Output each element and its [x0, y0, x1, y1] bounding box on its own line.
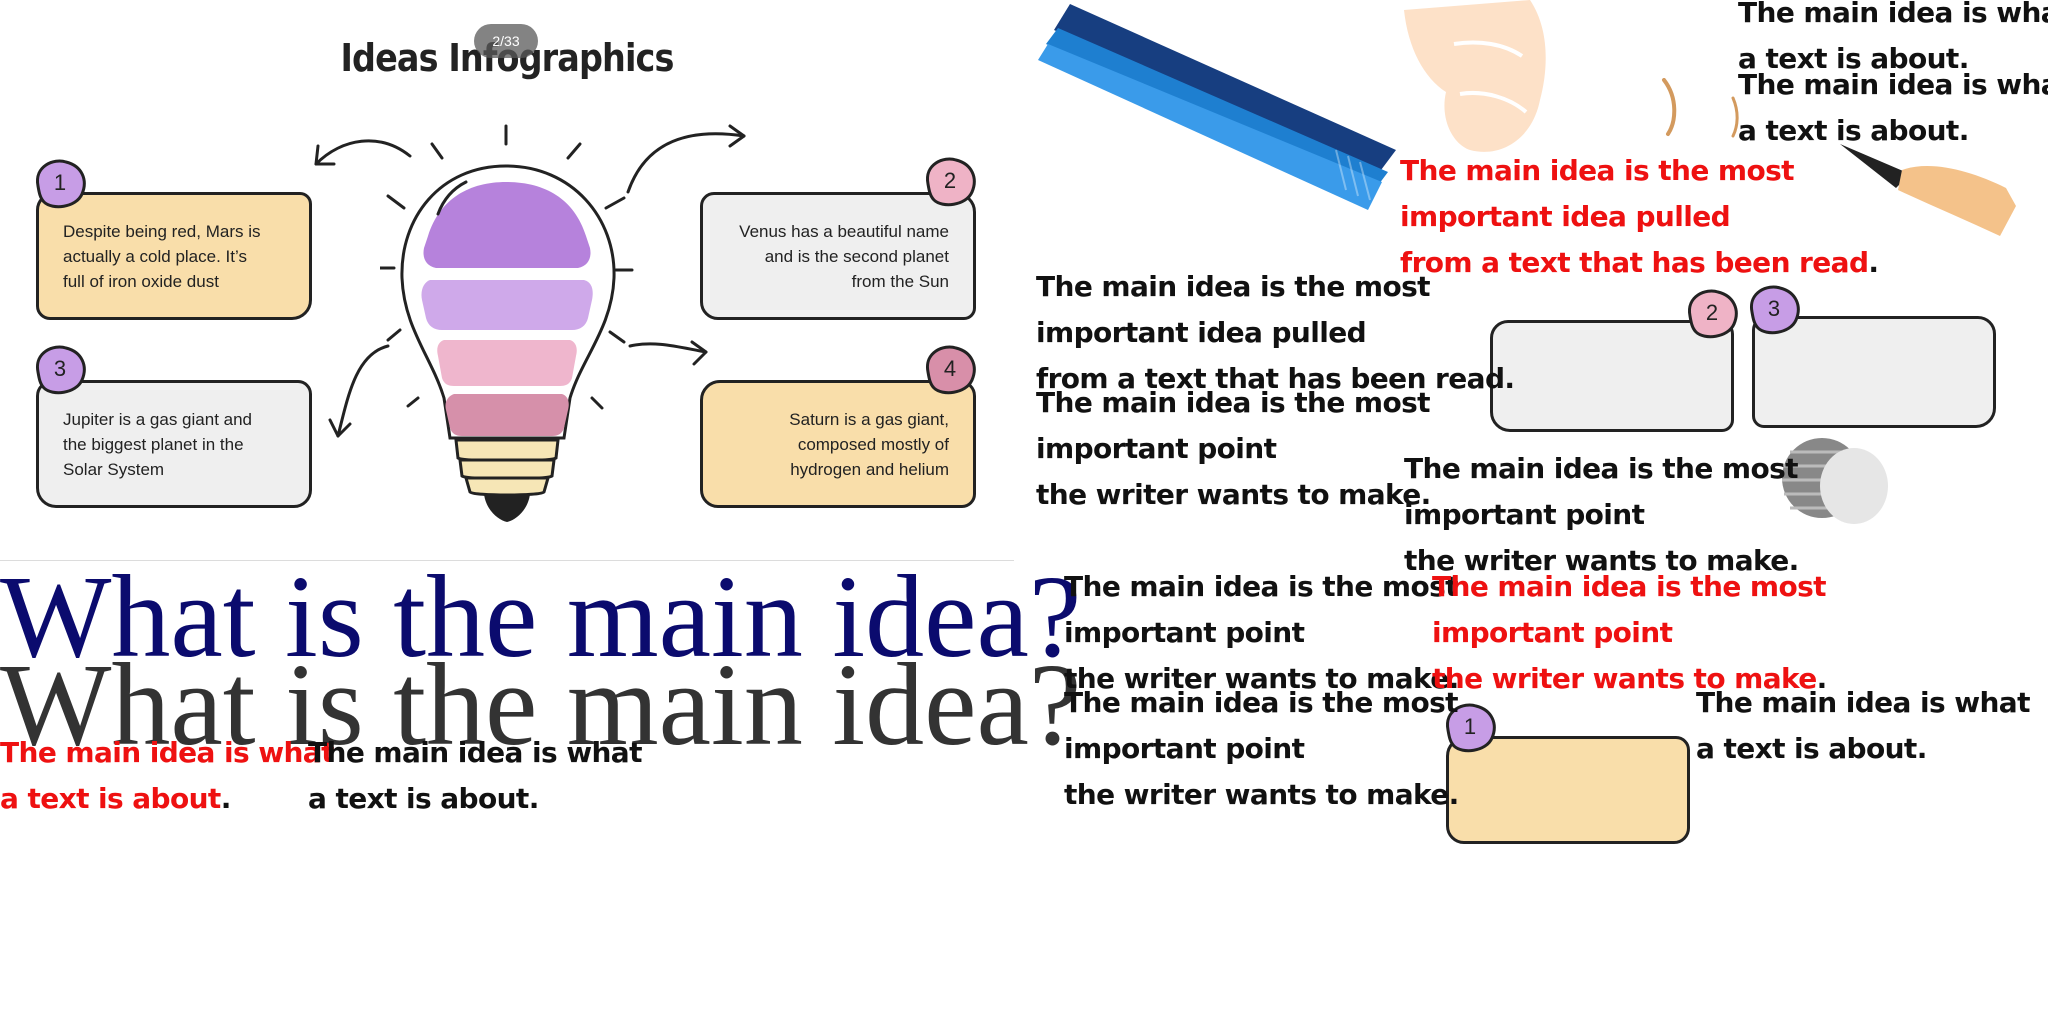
text-red-part: from a text that has been read [1400, 246, 1869, 279]
text-line: The main idea is the most [1400, 154, 1795, 187]
text-pulled-red: The main idea is the most important idea… [1400, 148, 1879, 286]
infographic-slide: Ideas Infographics 2/33 [0, 0, 1014, 561]
text-red-part: the writer wants to make [1432, 662, 1817, 695]
card-2-text: Venus has a beautiful name and is the se… [739, 221, 949, 291]
text-line: important point [1036, 432, 1277, 465]
badge-1: 1 [30, 156, 90, 212]
sticker-badge-2: 2 [1682, 286, 1742, 342]
sticky-card-1 [1446, 736, 1690, 844]
text-line: important point [1404, 498, 1645, 531]
text-line: from a text that has been read. [1400, 240, 1879, 286]
text-point-4: The main idea is the most important poin… [1064, 680, 1459, 818]
text-line: from a text that has been read. [1036, 362, 1515, 395]
sticker-badge-2-number: 2 [1705, 300, 1719, 325]
text-line: The main idea is the most [1036, 386, 1431, 419]
text-line: a text is about. [1738, 42, 1969, 75]
text-line: important idea pulled [1400, 200, 1731, 233]
sticker-badge-1-shape [1446, 703, 1496, 753]
text-line: important point [1064, 616, 1305, 649]
text-point-2: The main idea is the most important poin… [1404, 446, 1799, 584]
text-line: The main idea is the most [1432, 570, 1827, 603]
main-heading-gray: What is the main idea? [0, 639, 1082, 770]
text-point-red: The main idea is the most important poin… [1432, 564, 1827, 702]
text-line: important idea pulled [1036, 316, 1367, 349]
text-line: The main idea is the most [1064, 570, 1459, 603]
text-point-1: The main idea is the most important poin… [1036, 380, 1431, 518]
curl-small-icon [1731, 96, 1739, 138]
crayons-icon [1038, 4, 1396, 210]
card-4-text: Saturn is a gas giant, composed mostly o… [789, 409, 949, 479]
text-line: the writer wants to make. [1432, 656, 1827, 702]
card-3-text: Jupiter is a gas giant and the biggest p… [63, 409, 253, 479]
text-about-red: The main idea is what a text is about. [0, 730, 334, 822]
arrow-right-icon [628, 340, 708, 366]
main-heading-blue: What is the main idea? [0, 551, 1082, 682]
text-period: . [1868, 246, 1879, 279]
text-line: a text is about. [308, 782, 539, 815]
badge-3-shape [36, 345, 86, 395]
badge-4-number: 4 [943, 356, 957, 381]
badge-4-shape [926, 345, 976, 395]
sticky-card-3 [1752, 316, 1996, 428]
curl-icon [1662, 78, 1677, 136]
text-red-part: a text is about [0, 782, 221, 815]
hand-icon [1404, 0, 1546, 152]
text-pulled-black: The main idea is the most important idea… [1036, 264, 1515, 402]
text-line: a text is about. [0, 776, 334, 822]
text-period: . [220, 782, 232, 815]
badge-1-shape [36, 159, 86, 209]
text-line: The main idea is the most [1064, 686, 1459, 719]
sticker-badge-3-number: 3 [1767, 296, 1781, 321]
arrow-down-left-icon [328, 344, 390, 438]
text-line: a text is about. [1738, 114, 1969, 147]
card-4: Saturn is a gas giant, composed mostly o… [700, 380, 976, 508]
text-line: a text is about. [1696, 732, 1927, 765]
text-point-3: The main idea is the most important poin… [1064, 564, 1459, 702]
text-line: The main idea is the most [1036, 270, 1431, 303]
badge-4: 4 [920, 342, 980, 398]
card-1: Despite being red, Mars is actually a co… [36, 192, 312, 320]
badge-2-number: 2 [943, 168, 957, 193]
arrow-up-right-icon [626, 124, 746, 194]
badge-3-number: 3 [53, 356, 67, 381]
sticker-badge-2-shape [1688, 289, 1738, 339]
text-line: the writer wants to make. [1404, 544, 1799, 577]
brush-icon [1840, 144, 2016, 236]
text-line: The main idea is what [1738, 68, 2048, 101]
sticker-badge-1-number: 1 [1463, 714, 1477, 739]
text-about-right: The main idea is what a text is about. [1696, 680, 2030, 772]
text-line: The main idea is what [1696, 686, 2030, 719]
text-about-top-1: The main idea is what a text is about. [1738, 0, 2048, 82]
text-period: . [1816, 662, 1828, 695]
sticky-card-2 [1490, 320, 1734, 432]
card-1-text: Despite being red, Mars is actually a co… [63, 221, 261, 291]
text-line: important point [1432, 616, 1673, 649]
text-line: The main idea is what [0, 736, 334, 769]
lightbulb-icon [380, 124, 634, 522]
text-line: the writer wants to make. [1064, 662, 1459, 695]
sticker-badge-1: 1 [1440, 700, 1500, 756]
badge-3: 3 [30, 342, 90, 398]
text-about-black: The main idea is what a text is about. [308, 730, 642, 822]
sticker-badge-3-shape [1750, 285, 1800, 335]
arrow-up-left-icon [314, 139, 412, 166]
tape-roll-icon [1782, 438, 1888, 524]
badge-2: 2 [920, 154, 980, 210]
text-line: The main idea is what [308, 736, 642, 769]
card-3: Jupiter is a gas giant and the biggest p… [36, 380, 312, 508]
badge-1-number: 1 [53, 170, 67, 195]
slide-counter[interactable]: 2/33 [474, 24, 538, 58]
card-2: Venus has a beautiful name and is the se… [700, 192, 976, 320]
text-about-top-2: The main idea is what a text is about. [1738, 62, 2048, 154]
badge-2-shape [926, 157, 976, 207]
text-line: the writer wants to make. [1036, 478, 1431, 511]
text-line: The main idea is what [1738, 0, 2048, 29]
text-line: important point [1064, 732, 1305, 765]
text-line: The main idea is the most [1404, 452, 1799, 485]
text-line: the writer wants to make. [1064, 778, 1459, 811]
sticker-badge-3: 3 [1744, 282, 1804, 338]
